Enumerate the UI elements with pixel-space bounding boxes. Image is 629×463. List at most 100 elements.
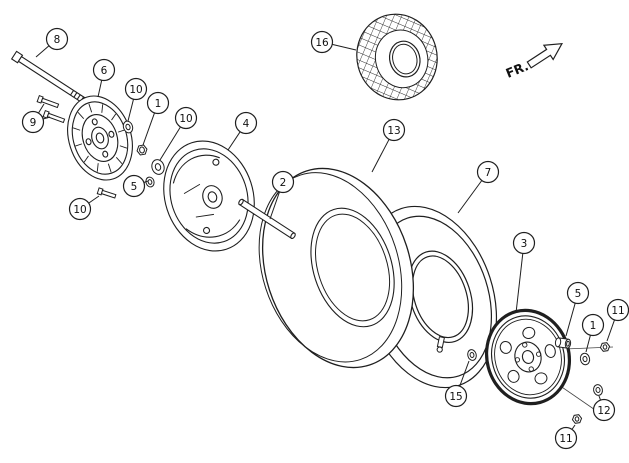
hub-spoke-cutouts — [499, 326, 556, 385]
callout-circle — [554, 426, 578, 450]
disc-bolt-a — [36, 94, 60, 109]
tire-small — [356, 13, 438, 101]
callout-number: 4 — [243, 118, 250, 130]
callout-number: 10 — [179, 113, 192, 125]
callout-circle — [124, 77, 148, 101]
callout-leader-line — [35, 45, 50, 58]
callout-15: 15 — [444, 360, 470, 408]
callout-10: 10 — [159, 106, 198, 161]
callout-11: 11 — [606, 298, 629, 342]
callout-leader-line — [42, 116, 51, 120]
callout-number: 10 — [129, 84, 142, 96]
axle-spacer-rod — [238, 198, 296, 240]
callout-leader-line — [371, 139, 390, 173]
disc-bolt-b — [42, 109, 66, 124]
callout-circle — [146, 91, 170, 115]
callout-leader-line — [598, 395, 601, 401]
callout-circle — [122, 174, 146, 198]
callout-3: 3 — [512, 231, 536, 314]
callout-number: 7 — [485, 167, 492, 179]
callout-leader-line — [332, 43, 357, 51]
callout-number: 11 — [611, 305, 624, 317]
callout-leader-line — [88, 195, 100, 204]
callout-1: 1 — [581, 313, 605, 353]
callout-leader-line — [127, 99, 134, 122]
callout-leader-line — [565, 302, 576, 337]
callout-circle — [174, 106, 198, 130]
callout-number: 9 — [30, 117, 37, 129]
callout-circle — [512, 231, 536, 255]
callout-leader-line — [97, 80, 103, 98]
flanged-bushing — [151, 159, 165, 175]
panel-bolt — [96, 187, 117, 199]
callout-circle — [566, 281, 590, 305]
callout-number: 1 — [590, 320, 597, 332]
callout-number: 8 — [54, 34, 61, 46]
side-collar — [554, 337, 572, 349]
washer-12 — [593, 384, 603, 396]
lock-nut-b — [571, 414, 583, 424]
callout-number: 11 — [559, 433, 572, 445]
callout-leader-line — [227, 131, 241, 151]
callout-leader-line — [571, 424, 576, 430]
callout-circle — [68, 197, 92, 221]
callout-circle — [234, 111, 258, 135]
callout-leader-line — [159, 126, 181, 161]
lock-nut-a — [599, 342, 611, 352]
callout-circle — [382, 118, 406, 142]
callout-number: 12 — [597, 405, 610, 417]
callout-leader-line — [515, 253, 524, 314]
callout-circle — [581, 313, 605, 337]
callout-leader-line — [585, 335, 591, 353]
axle-bolt — [10, 50, 90, 106]
tire-tread-pattern — [356, 14, 438, 100]
callout-circle — [45, 27, 69, 51]
callout-leader-line — [143, 180, 149, 183]
callout-circle — [592, 398, 616, 422]
callout-12: 12 — [592, 395, 616, 422]
callout-number: 5 — [575, 288, 582, 300]
brake-disc — [67, 95, 133, 181]
callout-leader-line — [269, 191, 280, 220]
callout-11: 11 — [554, 424, 578, 450]
callout-5: 5 — [122, 174, 149, 198]
rear-wheel-hub — [484, 308, 572, 406]
callout-16: 16 — [310, 30, 357, 54]
brake-panel — [163, 140, 255, 252]
callout-circle — [476, 160, 500, 184]
callout-number: 5 — [131, 181, 138, 193]
valve-stem — [436, 336, 445, 353]
disc-vent-slots — [72, 103, 128, 173]
callout-10: 10 — [124, 77, 148, 122]
callout-number: 13 — [387, 125, 400, 137]
callout-4: 4 — [227, 111, 258, 151]
callout-leader-line — [142, 112, 155, 146]
callout-number: 6 — [101, 65, 108, 77]
callout-number: 16 — [315, 37, 329, 49]
callout-circle — [444, 384, 468, 408]
callout-10: 10 — [68, 195, 100, 221]
fr-label: FR. — [504, 58, 531, 81]
callout-number: 1 — [155, 98, 162, 110]
callout-5: 5 — [565, 281, 590, 337]
callout-number: 2 — [280, 177, 287, 189]
callout-leader-line — [457, 180, 483, 214]
washer-15 — [467, 349, 477, 361]
callout-circle — [21, 110, 45, 134]
callout-13: 13 — [371, 118, 406, 173]
callout-leader-line — [606, 319, 615, 342]
callout-9: 9 — [21, 103, 51, 134]
callout-2: 2 — [269, 170, 295, 220]
callout-7: 7 — [457, 160, 500, 214]
callout-leader-line — [459, 360, 470, 387]
callout-circle — [271, 170, 295, 194]
callout-number: 15 — [449, 391, 462, 403]
callout-8: 8 — [35, 27, 69, 58]
callout-circle — [92, 58, 116, 82]
axle-washer-right — [579, 352, 591, 366]
fr-arrow-icon — [526, 42, 564, 69]
callout-leader-line — [38, 103, 45, 114]
